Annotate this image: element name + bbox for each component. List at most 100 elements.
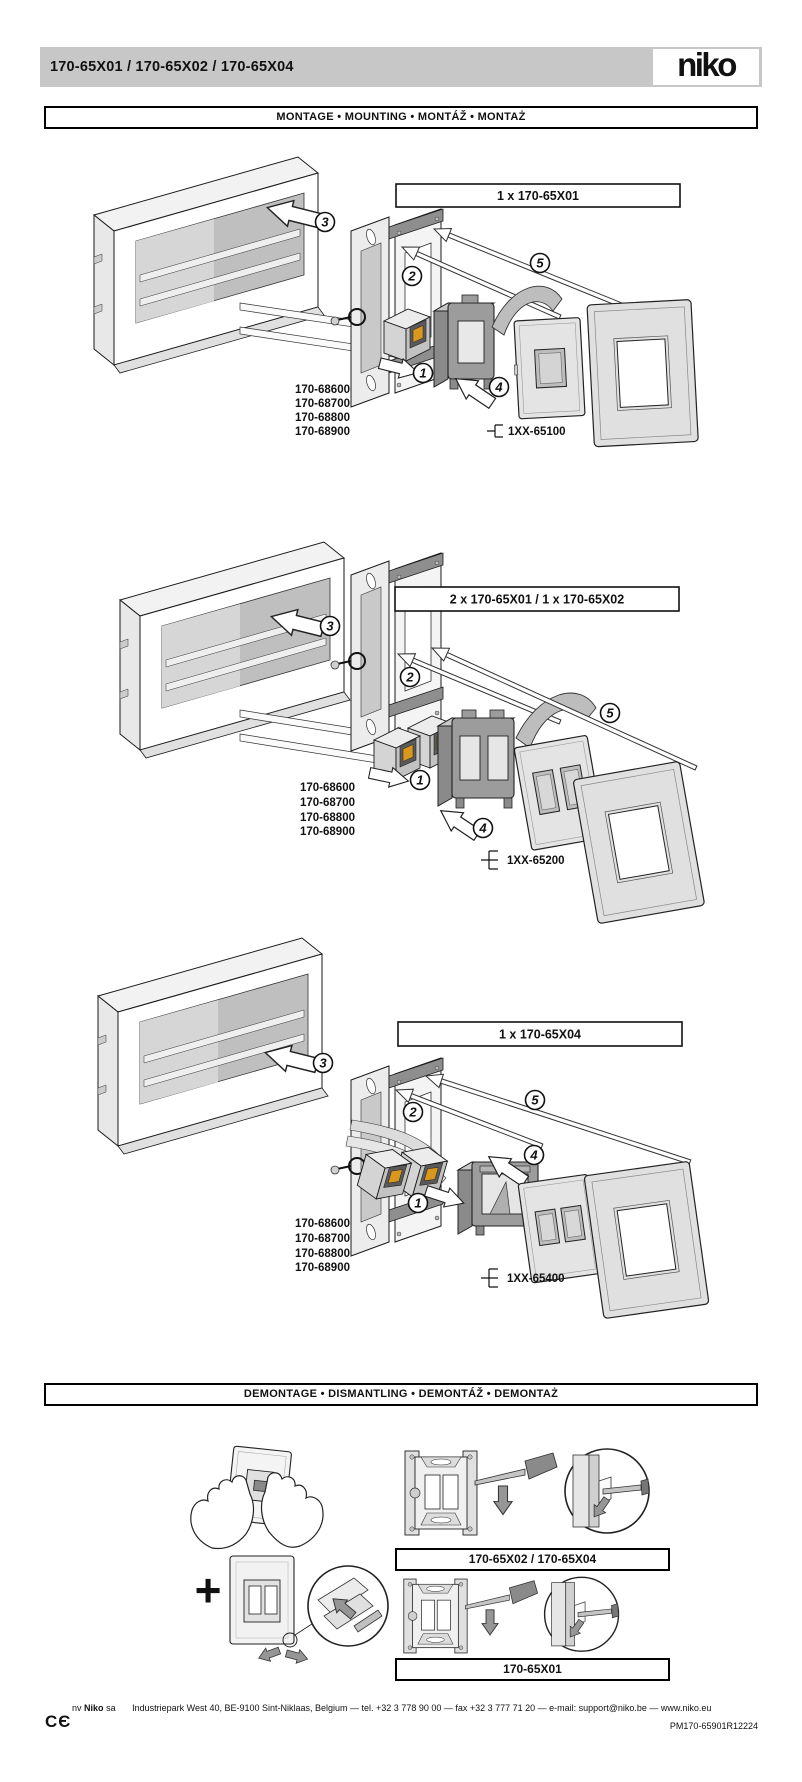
step-4-marker: 4 [472, 817, 494, 839]
svg-text:1: 1 [416, 773, 423, 788]
module-holder-2gang [436, 709, 516, 809]
dismantle-row-65x01 [395, 1572, 675, 1668]
accessory-label-3: 1XX-65400 [481, 1268, 565, 1288]
svg-text:170-68900: 170-68900 [300, 826, 355, 838]
right-hand-icon [260, 1472, 324, 1548]
svg-text:1XX-65200: 1XX-65200 [507, 855, 565, 867]
company-address: Industriepark West 40, BE-9100 Sint-Nikl… [132, 1703, 712, 1713]
footer-company-line: nv Niko sa Industriepark West 40, BE-910… [72, 1703, 711, 1713]
svg-text:170-68900: 170-68900 [295, 1262, 350, 1274]
company-suffix: sa [106, 1703, 116, 1713]
svg-text:3: 3 [321, 215, 329, 230]
two-gang-module-icon [481, 850, 498, 870]
step-5-marker: 5 [524, 1089, 546, 1111]
svg-text:4: 4 [494, 380, 503, 395]
step-1-marker: 1 [407, 1192, 429, 1214]
svg-text:3: 3 [319, 1056, 327, 1071]
step-5-marker: 5 [529, 252, 551, 274]
niko-logo: niko [653, 48, 759, 85]
part-number-list-2: 170-68600 170-68700 170-68800 170-68900 [300, 782, 355, 838]
step-3-marker: 3 [314, 211, 336, 233]
svg-text:4: 4 [529, 1148, 538, 1163]
detail-callout-circle [282, 1632, 298, 1648]
header-bar: 170-65X01 / 170-65X02 / 170-65X04 niko [40, 47, 762, 87]
step-4-marker: 4 [523, 1144, 545, 1166]
plus-sign: + [194, 1564, 222, 1616]
svg-text:170-68600: 170-68600 [295, 384, 350, 396]
svg-text:170-68700: 170-68700 [295, 1233, 350, 1245]
step-3-marker: 3 [319, 615, 341, 637]
montage-diagram-3: 3 1 x 170-65X04 2 5 [97, 937, 710, 1319]
module-holder [432, 294, 496, 390]
svg-text:5: 5 [606, 706, 614, 721]
step-1-marker: 1 [409, 769, 431, 791]
svg-text:2 x 170-65X01 / 1 x 170-65X02: 2 x 170-65X01 / 1 x 170-65X02 [450, 593, 624, 607]
demontage-banner-text: DEMONTAGE • DISMANTLING • DEMONTÁŽ • DEM… [243, 1388, 559, 1400]
flexible-strap [491, 285, 563, 336]
cover-frame [586, 299, 699, 448]
step-3-marker: 3 [312, 1052, 334, 1074]
svg-text:2: 2 [408, 1105, 417, 1120]
step-2-marker: 2 [402, 1101, 424, 1123]
ce-mark: CЄ [45, 1712, 72, 1731]
step-2-arrow-icon [394, 1088, 544, 1149]
svg-text:170-68700: 170-68700 [295, 398, 350, 410]
part-number-list-3: 170-68600 170-68700 170-68800 170-68900 [295, 1218, 350, 1274]
svg-text:170-68700: 170-68700 [300, 797, 355, 809]
faceplate-front [229, 1555, 295, 1645]
left-hand-icon [190, 1475, 255, 1550]
document-reference: PM170-65901R12224 [669, 1721, 758, 1731]
svg-text:170-68800: 170-68800 [300, 812, 355, 824]
step-2-marker: 2 [401, 265, 423, 287]
cover-frame [583, 1161, 710, 1319]
demontage-banner: DEMONTAGE • DISMANTLING • DEMONTÁŽ • DEM… [44, 1383, 758, 1406]
svg-text:1: 1 [414, 1196, 421, 1211]
screwdriver-icon [353, 1609, 383, 1633]
one-gang-module-icon [487, 424, 503, 438]
svg-text:1XX-65400: 1XX-65400 [507, 1273, 565, 1285]
accessory-label-2: 1XX-65200 [481, 850, 565, 870]
svg-text:1 x 170-65X04: 1 x 170-65X04 [499, 1028, 581, 1042]
cover-frame [573, 761, 705, 924]
dismantle-label-65x02-65x04: 170-65X02 / 170-65X04 [395, 1548, 670, 1571]
montage-diagram-2: 3 2 x 170-65X01 / 1 x 170-65X02 2 1 [119, 541, 705, 924]
step-5-arrow-icon [430, 647, 698, 771]
svg-text:1: 1 [419, 366, 426, 381]
montage-banner-text: MONTAGE • MOUNTING • MONTÁŽ • MONTAŻ [276, 111, 526, 123]
step-1-marker: 1 [412, 362, 434, 384]
centre-plate [513, 317, 586, 420]
two-gang-module-icon [481, 1268, 498, 1288]
config-label-box-3: 1 x 170-65X04 [397, 1021, 683, 1047]
svg-text:170-68800: 170-68800 [295, 1248, 350, 1260]
company-name: Niko [84, 1703, 104, 1713]
pry-cover-illustration [229, 1555, 389, 1667]
svg-text:170-68600: 170-68600 [300, 782, 355, 794]
step-5-arrow-icon [424, 1073, 692, 1165]
release-arrow-icon [284, 1646, 310, 1667]
accessory-label-1: 1XX-65100 [487, 424, 566, 438]
release-arrow-icon [255, 1643, 283, 1666]
company-prefix: nv [72, 1703, 82, 1713]
dismantle-label-65x01: 170-65X01 [395, 1658, 670, 1681]
svg-text:2: 2 [405, 670, 414, 685]
svg-text:1XX-65100: 1XX-65100 [508, 426, 566, 438]
svg-text:4: 4 [478, 821, 487, 836]
svg-text:1 x 170-65X01: 1 x 170-65X01 [497, 189, 579, 203]
montage-diagram-1: 3 1 x 170-65X01 2 1 [93, 156, 699, 448]
svg-text:5: 5 [536, 256, 544, 271]
flexible-strap [515, 692, 597, 749]
svg-text:170-68800: 170-68800 [295, 412, 350, 424]
cable-trunking [97, 937, 329, 1155]
step-4-marker: 4 [488, 376, 510, 398]
svg-text:170-68900: 170-68900 [295, 426, 350, 438]
svg-text:170-68600: 170-68600 [295, 1218, 350, 1230]
svg-text:2: 2 [407, 269, 416, 284]
config-label-box-1: 1 x 170-65X01 [395, 183, 681, 208]
magnifier-detail [307, 1565, 389, 1647]
config-label-box-2: 2 x 170-65X01 / 1 x 170-65X02 [394, 586, 680, 612]
part-number-list-1: 170-68600 170-68700 170-68800 170-68900 [295, 384, 350, 438]
centre-plate-data [517, 1174, 602, 1284]
step-2-marker: 2 [399, 666, 421, 688]
page-title: 170-65X01 / 170-65X02 / 170-65X04 [50, 59, 294, 75]
